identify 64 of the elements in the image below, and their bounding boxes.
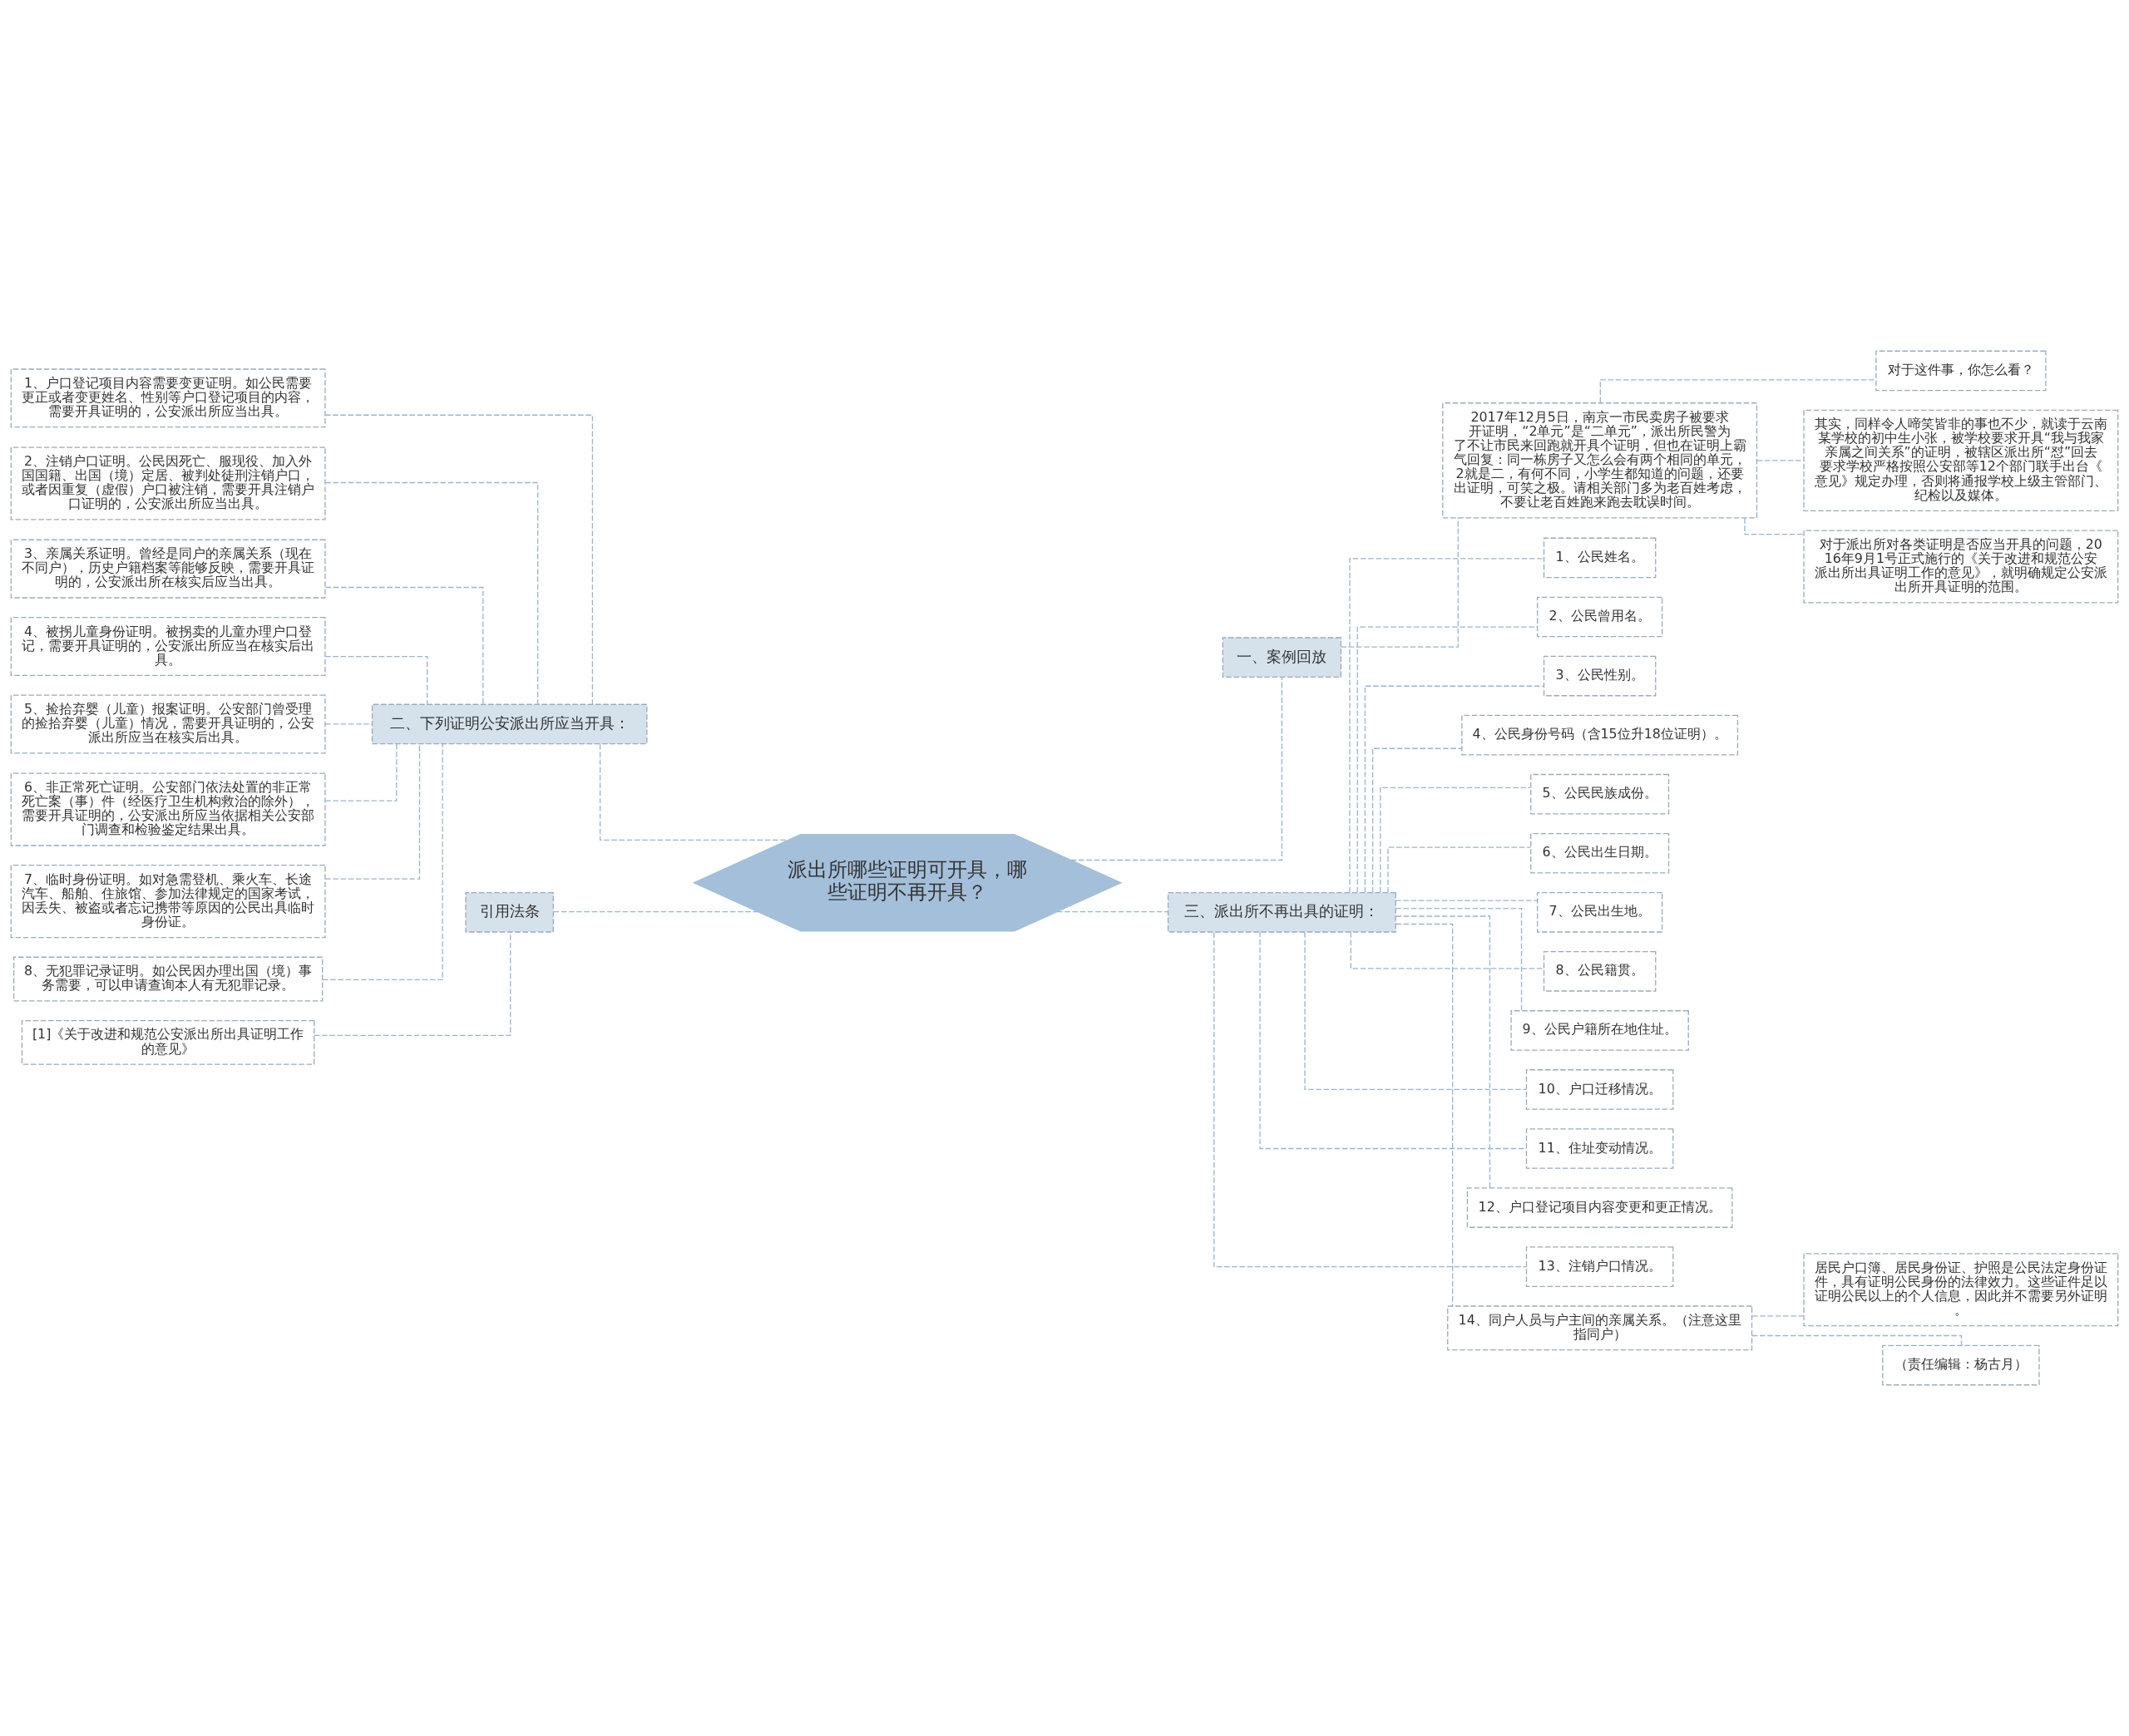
connector xyxy=(1340,517,1459,648)
node-box: 2017年12月5日，南京一市民卖房子被要求开证明，“2单元”是“二单元”，派出所民警为了不让市民来回跑就开具个证明，但也在证明上霸气回复：同一栋房子又怎么会有两个相同的单元，2就是二，有何不同，小学生都知道的问题，还要出证明，可笑之极。请相关部门多为老百姓考虑，不要让老百姓跑来跑去耽误时间。 xyxy=(1442,402,1758,519)
node-box: [1]《关于改进和规范公安派出所出具证明工作的意见》 xyxy=(21,1019,315,1065)
connector xyxy=(1751,1315,1805,1317)
connector xyxy=(324,481,539,705)
node-box: 居民户口簿、居民身份证、护照是公民法定身份证件，具有证明公民身份的法律效力。这些证件足以证明公民以上的个人信息，因此并不需要另外证明。 xyxy=(1803,1253,2119,1327)
node-box: 3、亲属关系证明。曾经是同户的亲属关系（现在不同户），历史户籍档案等能够反映，需要开具证明的，公安派出所在核实后应当出具。 xyxy=(10,539,326,599)
node-box: 12、户口登记项目内容变更和更正情况。 xyxy=(1466,1187,1733,1228)
connector xyxy=(1756,460,1805,461)
connector xyxy=(1395,900,1538,901)
node-box: 8、无犯罪记录证明。如公民因办理出国（境）事务需要，可以申请查询本人有无犯罪记录。 xyxy=(12,956,324,1002)
node-box: 7、临时身份证明。如对急需登机、乘火车、长途汽车、船舶、住旅馆、参加法律规定的国家考试，因丢失、被盗或者忘记携带等原因的公民出具临时身份证。 xyxy=(10,865,326,939)
connector xyxy=(1350,931,1545,969)
node-box: 6、非正常死亡证明。公安部门依法处置的非正常死亡案（事）件（经医疗卫生机构救治的除外），需要开具证明的，公安派出所应当依据相关公安部门调查和检验鉴定结果出具。 xyxy=(10,772,326,846)
connector xyxy=(1213,931,1527,1268)
connector xyxy=(1371,747,1463,894)
node-box: 三、派出所不再出具的证明： xyxy=(1167,891,1396,933)
node-box: 对于这件事，你怎么看？ xyxy=(1875,350,2047,392)
connector xyxy=(324,743,398,801)
node-box: 引用法条 xyxy=(465,891,554,933)
node-box: 1、户口登记项目内容需要变更证明。如公民需要更正或者变更姓名、性别等户口登记项目的内容，需要开具证明的，公安派出所应当出具。 xyxy=(10,368,326,428)
connector xyxy=(1259,931,1527,1150)
connector xyxy=(1751,1334,1963,1346)
node-box: 一、案例回放 xyxy=(1222,637,1342,678)
node-box: 1、公民姓名。 xyxy=(1543,537,1657,579)
connector xyxy=(324,743,421,880)
connector xyxy=(324,723,373,725)
node-box: 2、公民曾用名。 xyxy=(1537,596,1663,638)
connector xyxy=(1387,846,1532,894)
connector xyxy=(1056,911,1169,913)
connector xyxy=(1070,676,1283,861)
connector xyxy=(599,743,788,841)
node-box: 6、公民出生日期。 xyxy=(1530,832,1670,874)
node-box: 4、被拐儿童身份证明。被拐卖的儿童办理户口登记，需要开具证明的，公安派出所应当在核实后出具。 xyxy=(10,617,326,677)
node-box: 11、住址变动情况。 xyxy=(1525,1128,1674,1169)
node-box: 2、注销户口证明。公民因死亡、服现役、加入外国国籍、出国（境）定居、被判处徒刑注销户口，或者因重复（虚假）户口被注销，需要开具注销户口证明的，公安派出所应当出具。 xyxy=(10,446,326,520)
connector xyxy=(322,743,443,981)
node-box: 8、公民籍贯。 xyxy=(1543,951,1657,992)
connector xyxy=(1356,626,1539,893)
node-box: 10、户口迁移情况。 xyxy=(1525,1069,1674,1110)
connector xyxy=(1395,915,1491,1189)
node-box: 9、公民户籍所在地住址。 xyxy=(1510,1010,1689,1051)
node-box: 7、公民出生地。 xyxy=(1537,891,1663,933)
node-box: 二、下列证明公安派出所应当开具： xyxy=(371,703,648,745)
connector xyxy=(1304,931,1527,1091)
connector xyxy=(1395,907,1523,1011)
node-box: 其实，同样令人啼笑皆非的事也不少，就读于云南某学校的初中生小张，被学校要求开具“我与我家亲属之间关系”的证明，被辖区派出所“怼”回去要求学校严格按照公安部等12个部门联手出台《意见》规定办理，否则将通报学校上级主管部门、纪检以及媒体。 xyxy=(1803,409,2119,512)
node-box: 3、公民性别。 xyxy=(1543,655,1657,697)
node-box: 对于派出所对各类证明是否应当开具的问题，2016年9月1号正式施行的《关于改进和规范公安派出所出具证明工作的意见》，就明确规定公安派出所开具证明的范围。 xyxy=(1803,530,2119,604)
node-box: 5、捡拾弃婴（儿童）报案证明。公安部门曾受理的捡拾弃婴（儿童）情况，需要开具证明的，公安派出所应当在核实后出具。 xyxy=(10,694,326,754)
connector xyxy=(324,414,594,705)
node-box: 5、公民民族成份。 xyxy=(1530,773,1670,815)
connector xyxy=(1380,787,1532,894)
connector xyxy=(553,911,758,913)
node-box: 4、公民身份号码（含15位升18位证明）。 xyxy=(1461,714,1739,756)
connector xyxy=(324,656,428,705)
connector xyxy=(1349,558,1544,893)
connector xyxy=(314,931,511,1036)
connector xyxy=(324,586,484,705)
node-box: （责任编辑：杨古月） xyxy=(1882,1344,2040,1386)
connector xyxy=(1364,685,1545,893)
connector xyxy=(1395,923,1454,1307)
node-box: 13、注销户口情况。 xyxy=(1525,1246,1674,1287)
node-box: 14、同户人员与户主间的亲属关系。（注意这里指同户） xyxy=(1447,1305,1753,1351)
